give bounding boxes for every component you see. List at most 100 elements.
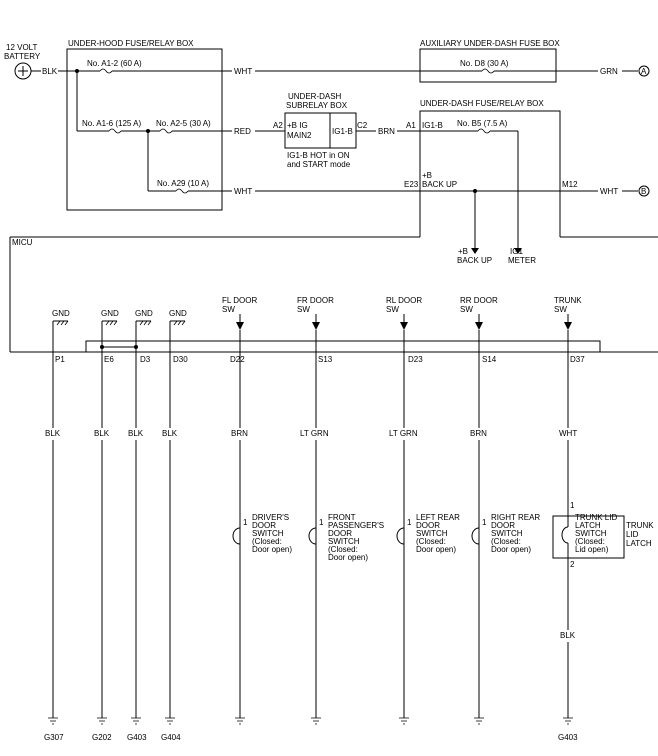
rr-switch-name-0: RIGHT REAR [491,513,540,522]
door-switch-icon [396,527,405,545]
micu-ig1-input-arrow [514,248,522,254]
fuse-a25-label: No. A2-5 (30 A) [156,119,211,128]
fl-door-label-1: FL DOOR [222,296,257,305]
subrelay-title-2: SUBRELAY BOX [286,101,348,110]
gnd-label-e6: GND [101,309,119,318]
chassis-ground-icon [105,320,118,326]
e6-junction [100,345,104,349]
underdash-backup-1: +B [422,171,432,180]
fuse-a16-label: No. A1-6 (125 A) [82,119,141,128]
pin-s13: S13 [318,355,333,364]
underdash-pin-m12: M12 [562,180,578,189]
door-circuit-fr: FR DOOR SW S13 LT GRN 1 FRONT PASSENGER'… [297,296,384,725]
fr-switch-name-1: PASSENGER'S [328,521,384,530]
ground-g202: G202 [92,733,112,742]
underdash-pin-e23: E23 [404,180,419,189]
trunk-name-4: Lid open) [575,545,609,554]
input-arrow-icon [312,322,320,330]
ground-icon [165,717,175,725]
ground-g403-a: G403 [127,733,147,742]
trunk-box-0: TRUNK [626,521,654,530]
rl-switch-name-3: (Closed: [416,537,446,546]
fl-switch-name-0: DRIVER'S [252,513,289,522]
pin-e6: E6 [104,355,114,364]
rr-switch-name-1: DOOR [491,521,515,530]
rr-door-label-1: RR DOOR [460,296,498,305]
micu-backup-2: BACK UP [457,256,492,265]
trunk-circuit: TRUNK SW D37 WHT 1 TRUNK LID LATCH SWITC… [552,296,654,742]
battery-label-1: 12 VOLT [6,43,38,52]
micu-ig1-1: IG1 [510,247,523,256]
battery [14,62,32,80]
trunk-label-2: SW [554,305,567,314]
wire-d3: BLK [128,429,144,438]
wire-top-wht: WHT [234,67,252,76]
gnd-label-d3: GND [135,309,153,318]
wire-d23: LT GRN [389,429,418,438]
rl-switch-name-2: SWITCH [416,529,448,538]
pin-d3: D3 [140,355,151,364]
fuse-a12-label: No. A1-2 (60 A) [87,59,142,68]
trunk-name-2: SWITCH [575,529,607,538]
wire-p1: BLK [45,429,61,438]
fuse-d8-label: No. D8 (30 A) [460,59,509,68]
fuse-b5-symbol [477,128,491,134]
micu-ig1-2: METER [508,256,536,265]
trunk-box-2: LATCH [626,539,652,548]
rr-door-label-2: SW [460,305,473,314]
pin-s14: S14 [482,355,497,364]
door-circuit-rr: RR DOOR SW S14 BRN 1 RIGHT REAR DOOR SWI… [460,296,540,725]
trunk-name-0: TRUNK LID [575,513,617,522]
wire-trunk-blk: BLK [560,631,576,640]
trunk-latch-box [552,515,625,559]
wire-d30: BLK [162,429,178,438]
underdash-backup-2: BACK UP [422,180,457,189]
subrelay-note-2: and START mode [287,160,351,169]
rl-switch-name-4: Door open) [416,545,456,554]
underhood-box [66,48,223,211]
fr-switch-name-2: DOOR [328,529,352,538]
trunk-name-1: LATCH [575,521,601,530]
underdash-ig1b: IG1-B [422,121,443,130]
subrelay-pin-c2: C2 [357,121,368,130]
gnd-label-p1: GND [52,309,70,318]
pin-d22: D22 [230,355,245,364]
input-arrow-icon [400,322,408,330]
door-circuit-fl: FL DOOR SW D22 BRN 1 DRIVER'S DOOR SWITC… [222,296,292,725]
fuse-a16-symbol [108,128,122,134]
chassis-ground-icon [56,320,69,326]
ground-g404: G404 [161,733,181,742]
fuse-a29-symbol [175,188,189,194]
chassis-ground-icon [173,320,186,326]
fuse-a12-symbol [99,68,113,74]
gnd-label-d30: GND [169,309,187,318]
wire-bot-wht: WHT [234,187,252,196]
ground-circuit-d30: GND D30 BLK G404 [161,309,188,742]
fr-switch-name-0: FRONT [328,513,356,522]
door-circuit-rl: RL DOOR SW D23 LT GRN 1 LEFT REAR DOOR S… [386,296,460,725]
fr-door-label-2: SW [297,305,310,314]
fr-switch-name-5: Door open) [328,553,368,562]
input-arrow-icon [564,322,572,330]
pin-d23: D23 [408,355,423,364]
wire-d22: BRN [231,429,248,438]
ground-icon [563,717,573,725]
rl-switch-pin: 1 [407,518,412,527]
fl-switch-name-2: SWITCH [252,529,284,538]
ground-circuit-e6: GND E6 BLK G202 [92,309,119,742]
ground-icon [474,717,484,725]
rl-door-label-2: SW [386,305,399,314]
rr-switch-name-3: (Closed: [491,537,521,546]
ground-circuit-p1: GND P1 BLK G307 [44,309,70,742]
fuse-a25-symbol [159,128,173,134]
underhood-box-title: UNDER-HOOD FUSE/RELAY BOX [68,39,194,48]
battery-wire-color: BLK [42,67,58,76]
rl-switch-name-1: DOOR [416,521,440,530]
underdash-box [419,110,561,237]
connector-b-label: B [641,187,646,196]
aux-fuse-box [419,48,557,83]
fuse-b5-label: No. B5 (7.5 A) [457,119,508,128]
micu-backup-1: +B [458,247,468,256]
